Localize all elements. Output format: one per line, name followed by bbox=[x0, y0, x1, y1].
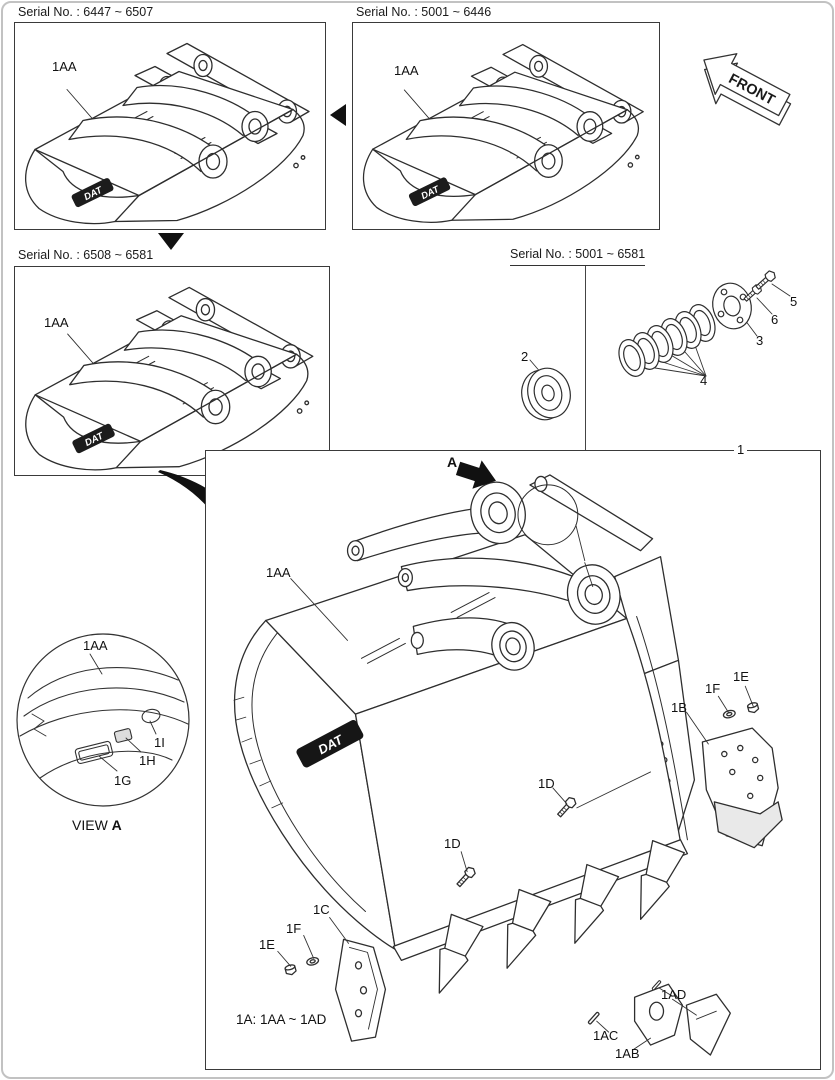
main-assembly-box: DAT bbox=[205, 450, 821, 1070]
panel-bucket-6447-6507 bbox=[14, 22, 326, 230]
part-label-1h: 1H bbox=[139, 753, 156, 768]
part-label-1ac: 1AC bbox=[593, 1028, 619, 1043]
washer-icon-1f-left bbox=[305, 955, 320, 967]
panel-bucket-6508-6581 bbox=[14, 266, 330, 476]
assembly-label-1: 1 bbox=[734, 443, 748, 456]
part-label-1aa-panel1: 1AA bbox=[52, 59, 77, 74]
part-label-1d-lower: 1D bbox=[444, 836, 461, 851]
part-label-1aa-main: 1AA bbox=[266, 565, 291, 580]
serial-title-2: Serial No. : 5001 ~ 6446 bbox=[356, 5, 492, 19]
part-label-1ab: 1AB bbox=[615, 1046, 640, 1061]
pivot-boss-right bbox=[566, 564, 621, 625]
panel-bucket-5001-6446 bbox=[352, 22, 660, 230]
down-arrow-icon bbox=[158, 233, 184, 250]
teeth-group bbox=[438, 839, 685, 994]
part-label-5: 5 bbox=[790, 294, 798, 309]
view-a-title-prefix: VIEW bbox=[72, 817, 108, 833]
bucket-drawing-1 bbox=[24, 42, 310, 225]
part-label-1d-upper: 1D bbox=[538, 776, 555, 791]
leader-line-serial4 bbox=[585, 266, 586, 562]
link-boss bbox=[491, 621, 535, 671]
bucket-drawing-2 bbox=[362, 43, 644, 223]
part-label-1f-left: 1F bbox=[286, 921, 302, 936]
view-a-leader-lines bbox=[89, 653, 157, 772]
part-label-3: 3 bbox=[756, 333, 764, 348]
bolt-icon-5 bbox=[753, 268, 778, 292]
view-a-title: VIEW A bbox=[72, 818, 122, 832]
washer-icon-1f-right bbox=[721, 708, 737, 720]
view-arrow-label: A bbox=[447, 454, 458, 470]
part-label-1e-left: 1E bbox=[259, 937, 275, 952]
serial-title-1: Serial No. : 6447 ~ 6507 bbox=[18, 5, 154, 19]
shim-parts-drawing bbox=[521, 268, 791, 421]
view-a-title-letter: A bbox=[111, 817, 122, 833]
part-label-1aa-viewa: 1AA bbox=[83, 638, 108, 653]
bucket-drawing-3 bbox=[25, 286, 314, 471]
tooth-assembly-exploded bbox=[587, 979, 731, 1056]
part-label-2: 2 bbox=[521, 349, 529, 364]
front-arrow-icon: FRONT bbox=[703, 53, 792, 126]
serial-title-3: Serial No. : 6508 ~ 6581 bbox=[18, 248, 154, 262]
flange-part-3 bbox=[712, 282, 752, 330]
pivot-boss-left bbox=[470, 481, 526, 545]
detail-circle bbox=[517, 484, 579, 546]
plate-1g bbox=[74, 740, 114, 765]
part-label-1aa-panel2: 1AA bbox=[394, 63, 419, 78]
footnote-1a-range: 1A: 1AA ~ 1AD bbox=[236, 1012, 327, 1027]
main-leader-lines bbox=[277, 524, 754, 1051]
view-a-detail-drawing bbox=[16, 633, 190, 807]
plug-part-2 bbox=[521, 367, 571, 421]
left-arrow-icon bbox=[330, 104, 346, 126]
part-label-1g: 1G bbox=[114, 773, 132, 788]
serial-title-4: Serial No. : 5001 ~ 6581 bbox=[510, 247, 646, 266]
hole-1i bbox=[141, 708, 161, 724]
part-label-4: 4 bbox=[700, 373, 708, 388]
part-label-1c: 1C bbox=[313, 902, 330, 917]
shim-stack-part-4 bbox=[618, 304, 716, 377]
part-label-1b: 1B bbox=[671, 700, 687, 715]
side-cutter-right-part bbox=[701, 727, 783, 849]
part-label-1f-right: 1F bbox=[705, 681, 721, 696]
part-label-1e-right: 1E bbox=[733, 669, 749, 684]
main-bucket-drawing: DAT bbox=[233, 460, 783, 1056]
part-label-1ad: 1AD bbox=[661, 987, 687, 1002]
part-label-6: 6 bbox=[771, 312, 779, 327]
part-label-1aa-panel3: 1AA bbox=[44, 315, 69, 330]
part-label-1i: 1I bbox=[154, 735, 165, 750]
view-a-arrow-icon bbox=[455, 460, 496, 489]
nut-icon-1e-right bbox=[746, 700, 760, 715]
side-cutter-left-part bbox=[334, 938, 387, 1042]
